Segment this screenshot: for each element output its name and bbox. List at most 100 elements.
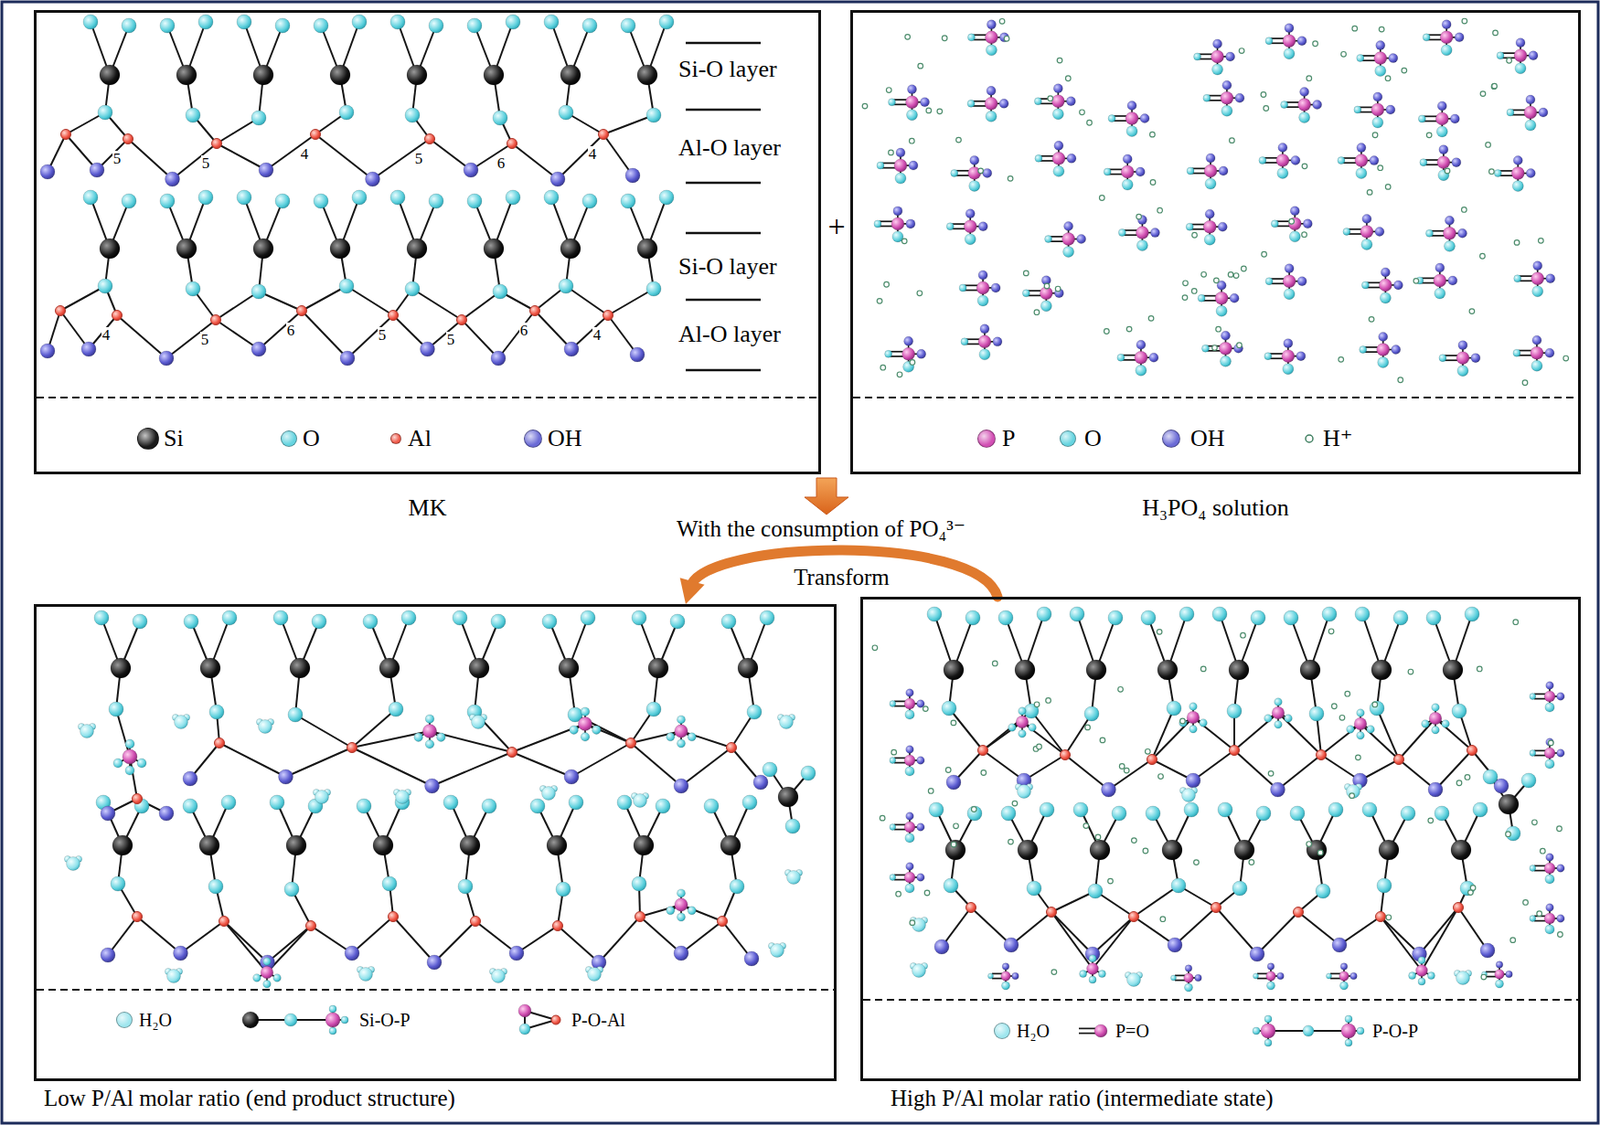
proton-dot <box>1157 207 1163 214</box>
atom <box>917 700 926 709</box>
atom <box>737 658 758 679</box>
proton-dot <box>1481 974 1487 981</box>
panel: H₃PO₄ solution <box>850 10 1581 475</box>
atom <box>1282 363 1294 375</box>
proton-dot <box>1513 619 1519 626</box>
bond <box>1203 299 1217 302</box>
atom <box>242 1012 259 1029</box>
proton-dot <box>1385 184 1391 191</box>
atom <box>505 14 521 30</box>
atom <box>1205 209 1215 219</box>
atom <box>1290 206 1300 216</box>
proton-dot <box>1240 632 1247 639</box>
callout-number: 6 <box>496 155 507 171</box>
atom <box>160 193 175 209</box>
atom <box>1265 37 1273 45</box>
atom <box>912 964 927 979</box>
atom <box>185 107 201 123</box>
atom <box>1064 222 1074 232</box>
atom <box>405 281 420 297</box>
proton-dot <box>978 168 984 174</box>
atom <box>1450 840 1472 861</box>
proton-dot <box>896 891 902 897</box>
atom <box>1340 981 1349 991</box>
atom <box>959 284 967 292</box>
atom <box>1506 108 1515 117</box>
bond <box>894 874 907 877</box>
legend-swatch <box>1059 430 1077 448</box>
proton-dot <box>1192 232 1198 238</box>
atom <box>980 324 990 334</box>
atom <box>341 1016 349 1024</box>
atom <box>646 281 662 297</box>
atom <box>1212 64 1224 75</box>
atom <box>1531 272 1545 286</box>
proton-dot <box>1023 270 1029 277</box>
proton-dot <box>1306 75 1312 82</box>
atom <box>1063 246 1075 258</box>
proton-dot <box>1156 629 1163 636</box>
atom <box>1203 94 1211 102</box>
atom <box>1234 840 1255 861</box>
bond <box>267 926 312 963</box>
atom <box>637 64 658 86</box>
atom <box>1001 806 1016 822</box>
bond <box>951 227 966 230</box>
atom <box>625 168 640 183</box>
atom <box>558 105 574 120</box>
atom <box>1315 884 1331 899</box>
bond <box>461 320 499 359</box>
atom <box>222 610 237 626</box>
atom <box>1171 975 1177 982</box>
atom <box>1222 80 1232 90</box>
atom <box>425 714 435 725</box>
atom <box>340 351 355 366</box>
atom <box>906 746 915 755</box>
bond <box>1174 907 1216 946</box>
atom <box>986 85 996 96</box>
atom <box>1533 261 1543 271</box>
atom <box>390 14 406 30</box>
reaction-arrow <box>804 478 849 515</box>
bond <box>512 724 586 753</box>
atom <box>943 660 964 681</box>
bond <box>630 743 682 787</box>
atom <box>582 18 598 33</box>
proton-dot <box>1557 826 1563 832</box>
bond <box>1499 174 1514 177</box>
bond <box>266 134 316 171</box>
proton-dot <box>1233 273 1239 279</box>
atom <box>1039 802 1055 818</box>
atom <box>1444 215 1454 225</box>
atom <box>463 162 479 178</box>
proton-dot <box>917 290 923 297</box>
atom <box>1184 973 1195 984</box>
proton-dot <box>1408 669 1414 675</box>
proton-dot <box>1461 207 1468 214</box>
atom <box>89 162 105 178</box>
proton-dot <box>1136 213 1142 220</box>
legend-text: OH <box>1190 426 1226 453</box>
atom <box>253 974 262 983</box>
atom <box>452 610 468 626</box>
atom <box>1316 750 1327 761</box>
atom <box>467 18 482 33</box>
callout-number: 6 <box>286 322 297 339</box>
dashed-divider <box>36 989 834 992</box>
atom <box>893 206 903 216</box>
atom <box>1360 224 1374 238</box>
atom <box>1069 607 1085 622</box>
atom <box>979 349 991 361</box>
atom <box>236 190 252 205</box>
atom <box>1122 154 1132 164</box>
bond <box>166 320 216 359</box>
bond <box>1191 228 1206 231</box>
atom <box>1355 168 1367 180</box>
bond <box>879 225 894 228</box>
atom <box>1394 755 1405 766</box>
proton-dot <box>1079 109 1086 116</box>
bond <box>992 973 1003 976</box>
atom <box>1378 332 1388 342</box>
atom <box>1229 293 1239 303</box>
atom <box>388 702 404 717</box>
